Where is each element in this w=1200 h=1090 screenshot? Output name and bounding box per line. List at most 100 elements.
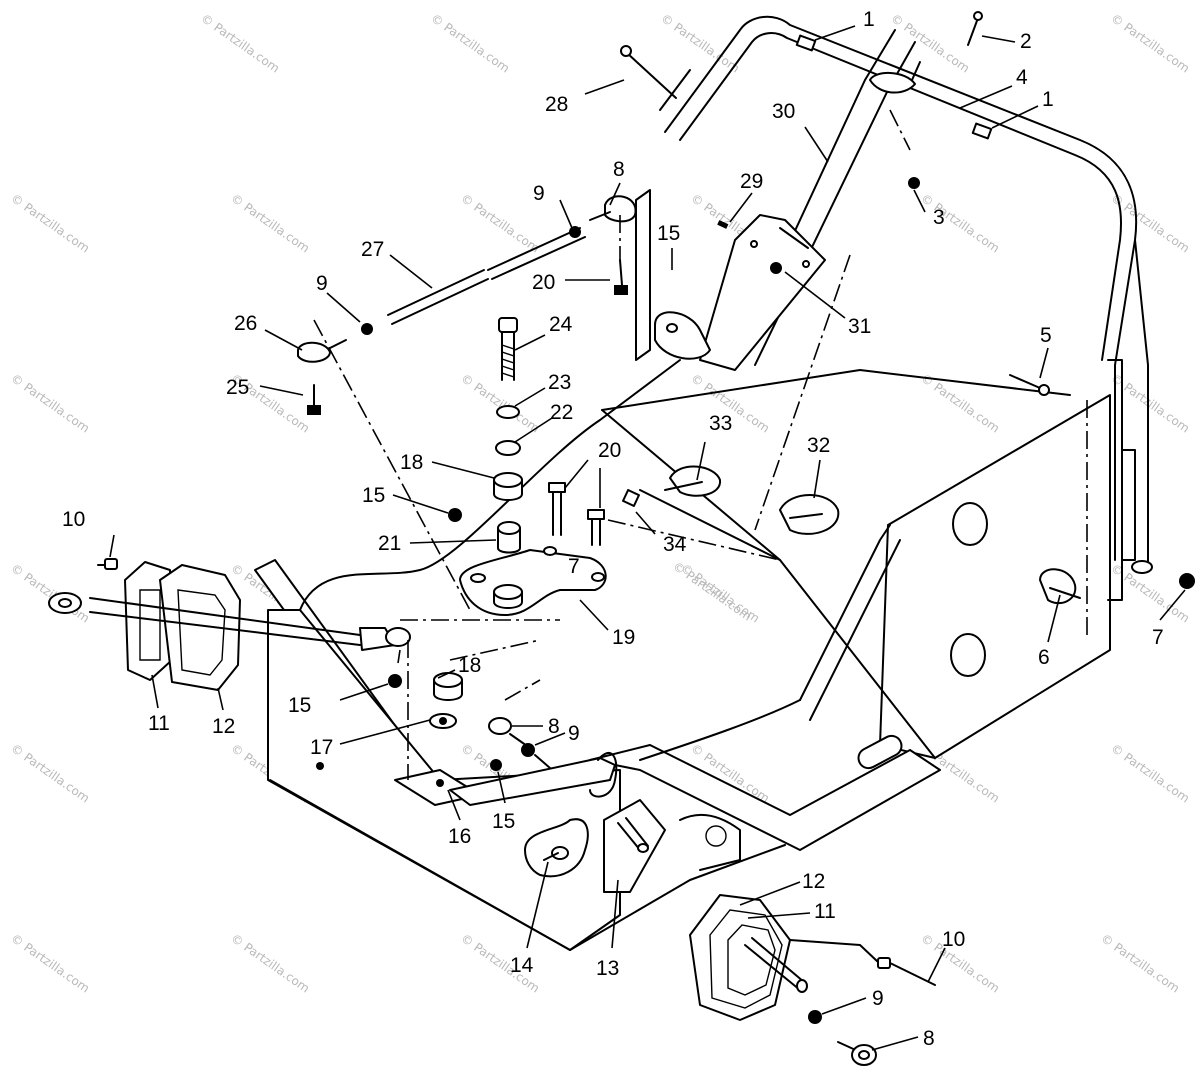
callout-9: 9 bbox=[533, 182, 545, 205]
tie-rod-27b bbox=[391, 278, 489, 325]
floor-line bbox=[639, 489, 781, 561]
callout-12: 12 bbox=[212, 715, 235, 738]
tie-rod-27d bbox=[491, 236, 586, 280]
callout-12: 12 bbox=[802, 870, 825, 893]
nut-7 bbox=[1179, 573, 1195, 589]
spacer-21-top bbox=[497, 521, 521, 535]
shaft-housing-13 bbox=[603, 799, 666, 893]
shaft-13 bbox=[617, 817, 649, 851]
bolt-thread bbox=[501, 344, 515, 378]
callout-11: 11 bbox=[148, 712, 170, 735]
callout-5: 5 bbox=[1040, 324, 1052, 347]
watermark: © Partzilla.com bbox=[458, 371, 542, 436]
watermark: © Partzilla.com bbox=[198, 11, 282, 76]
hoop-end bbox=[1131, 560, 1153, 574]
arm-hole bbox=[470, 573, 486, 583]
bracket-hole bbox=[802, 260, 810, 268]
watermark: © Partzilla.com bbox=[8, 931, 92, 996]
tie-rod-27c bbox=[487, 227, 581, 271]
callout-20: 20 bbox=[598, 439, 621, 462]
box-bottom-edge bbox=[269, 779, 571, 951]
inner-rail-b bbox=[809, 539, 901, 721]
boot-inner bbox=[727, 924, 776, 996]
mount-33 bbox=[669, 465, 722, 497]
box-right-edge bbox=[569, 844, 786, 951]
callout-22: 22 bbox=[550, 401, 573, 424]
rod-end-26 bbox=[297, 341, 331, 363]
assembly-line bbox=[504, 679, 541, 701]
callout-28: 28 bbox=[545, 93, 568, 116]
washer-22 bbox=[495, 440, 521, 456]
pin-29 bbox=[717, 220, 729, 229]
clip-10b bbox=[877, 957, 891, 969]
callout-1: 1 bbox=[863, 8, 875, 31]
pitman-arm bbox=[449, 757, 616, 806]
callout-14: 14 bbox=[510, 954, 534, 977]
lower-skid-plate bbox=[589, 744, 941, 851]
callout-10: 10 bbox=[62, 508, 85, 531]
right-bracket-tab bbox=[1121, 449, 1136, 561]
callout-15: 15 bbox=[657, 222, 680, 245]
back-plate bbox=[635, 189, 651, 361]
rod-end-eye bbox=[858, 1050, 870, 1060]
steering-column bbox=[654, 29, 921, 371]
column-bracket bbox=[699, 214, 826, 371]
screw-5 bbox=[1009, 374, 1041, 389]
callout-2: 2 bbox=[1020, 30, 1032, 53]
assembly-line bbox=[889, 109, 911, 151]
bolt-head-25 bbox=[307, 405, 321, 415]
rod-end-eye bbox=[58, 598, 72, 608]
mount-bolt bbox=[664, 481, 703, 491]
callout-9: 9 bbox=[872, 987, 884, 1010]
flange-bolt bbox=[543, 852, 559, 861]
watermark: © Partzilla.com bbox=[918, 191, 1002, 256]
assembly-line bbox=[607, 519, 781, 561]
assembly-lines bbox=[313, 109, 1088, 963]
callout-4: 4 bbox=[1016, 66, 1028, 89]
bolt-head-20 bbox=[614, 285, 628, 295]
bracket-ear bbox=[654, 311, 711, 360]
column-collar bbox=[869, 72, 916, 94]
plate-hole bbox=[952, 502, 988, 546]
bushing-18-top bbox=[493, 472, 523, 488]
callout-34: 34 bbox=[663, 533, 687, 556]
drag-link bbox=[534, 754, 551, 769]
tie-rod-left-b bbox=[89, 611, 361, 646]
small-nut bbox=[316, 762, 324, 770]
bracket-hole bbox=[750, 240, 758, 248]
right-boot-assembly bbox=[689, 894, 936, 1066]
washer-hole bbox=[439, 717, 447, 725]
callout-17: 17 bbox=[310, 736, 333, 759]
rod-end bbox=[796, 979, 808, 993]
assembly-line bbox=[449, 639, 541, 661]
callout-29: 29 bbox=[740, 170, 763, 193]
callout-20: 20 bbox=[532, 271, 555, 294]
hoop-leg bbox=[1134, 239, 1149, 571]
bolt-20c bbox=[591, 517, 601, 546]
callout-15: 15 bbox=[362, 484, 385, 507]
inner-rail-a bbox=[799, 524, 891, 701]
bolt-20b bbox=[552, 489, 562, 536]
hoop-bar bbox=[664, 15, 1153, 574]
nut-15b bbox=[490, 759, 502, 771]
watermark: © Partzilla.com bbox=[458, 191, 542, 256]
clip-10-head bbox=[104, 558, 118, 570]
hoop-inner bbox=[679, 32, 1123, 361]
callout-10: 10 bbox=[942, 928, 965, 951]
gearbox-hole bbox=[705, 825, 727, 847]
bolt-head bbox=[548, 482, 566, 493]
callout-33: 33 bbox=[709, 412, 732, 435]
callout-21: 21 bbox=[378, 532, 401, 555]
callout-16: 16 bbox=[448, 825, 471, 848]
clip-34 bbox=[622, 489, 640, 507]
arm-hole bbox=[591, 572, 605, 582]
nut-15 bbox=[448, 508, 462, 522]
callout-11: 11 bbox=[814, 900, 836, 923]
callout-3: 3 bbox=[933, 206, 945, 229]
callout-13: 13 bbox=[596, 957, 619, 980]
callout-7: 7 bbox=[568, 555, 580, 578]
nut-9c bbox=[808, 1010, 822, 1024]
watermark: © Partzilla.com bbox=[8, 191, 92, 256]
tie-rod-right bbox=[744, 944, 801, 991]
